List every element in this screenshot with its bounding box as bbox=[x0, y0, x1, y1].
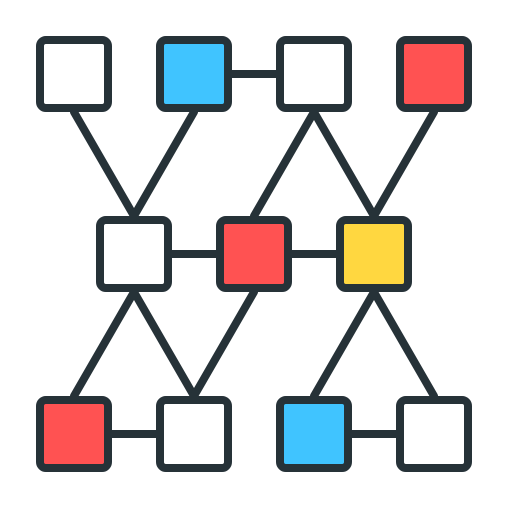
edge-r1c2-r2c1 bbox=[130, 108, 198, 220]
edge-r2c2-r3c2 bbox=[190, 288, 258, 400]
node-r3c1-red bbox=[36, 396, 112, 472]
node-r1c3-white bbox=[276, 36, 352, 112]
edge-r2c1-r3c2 bbox=[130, 288, 198, 400]
node-r2c3-yellow bbox=[336, 216, 412, 292]
node-r3c3-blue bbox=[276, 396, 352, 472]
edge-r2c3-r3c3 bbox=[310, 288, 378, 400]
node-r1c1-white bbox=[36, 36, 112, 112]
edge-r2c3-r3c4 bbox=[370, 288, 438, 400]
edge-r1c1-r2c1 bbox=[70, 108, 138, 220]
nodes-layer bbox=[36, 36, 472, 472]
edge-r1c3-r2c3 bbox=[310, 108, 378, 220]
edge-r1c3-r2c2 bbox=[250, 108, 318, 220]
edges-layer bbox=[70, 70, 438, 438]
node-r3c2-white bbox=[156, 396, 232, 472]
node-r2c1-white bbox=[96, 216, 172, 292]
node-r3c4-white bbox=[396, 396, 472, 472]
edge-r1c4-r2c3 bbox=[370, 108, 438, 220]
node-r2c2-red bbox=[216, 216, 292, 292]
node-r1c4-red bbox=[396, 36, 472, 112]
node-r1c2-blue bbox=[156, 36, 232, 112]
edge-r2c1-r3c1 bbox=[70, 288, 138, 400]
